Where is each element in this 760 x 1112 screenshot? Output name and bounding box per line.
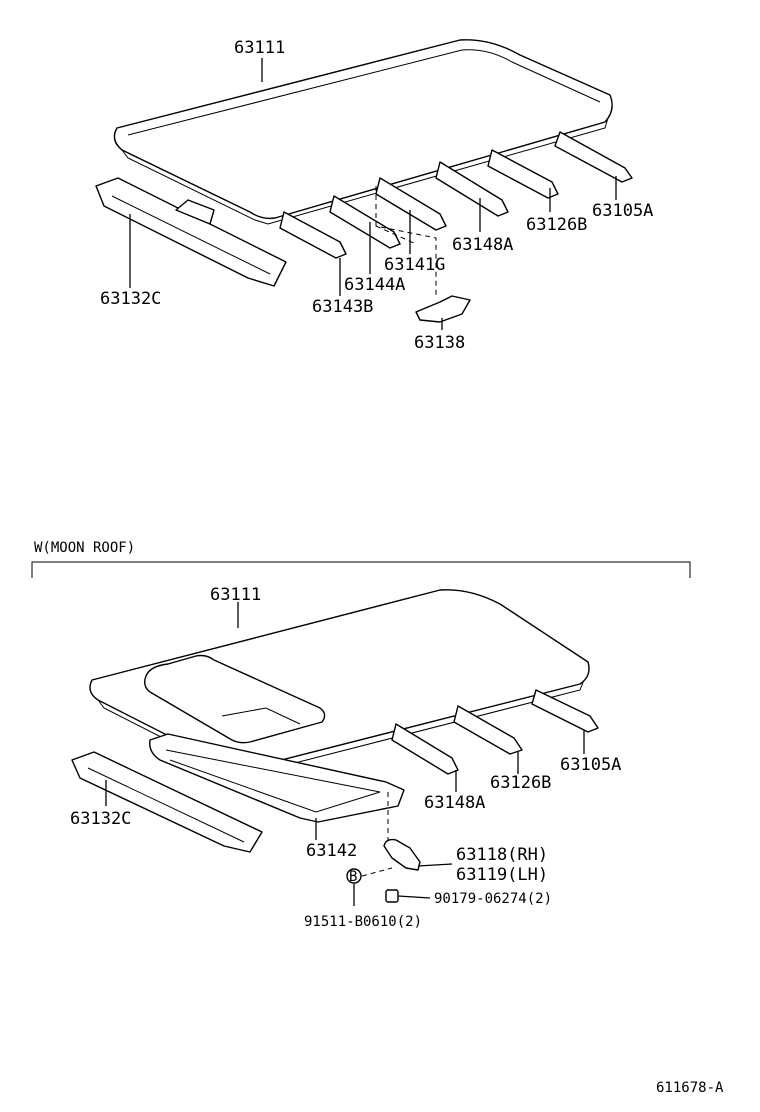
label-bow-148a-top: 63148A [452,235,513,255]
label-bolt: 91511-B0610(2) [304,914,422,930]
label-front-header-moonroof: 63132C [70,809,131,829]
label-bow-141g: 63141G [384,255,445,275]
label-bow-144a: 63144A [344,275,405,295]
moon-roof-section: W(MOON ROOF) B [31,540,691,906]
front-header-top [95,177,287,287]
label-bow-148a-moonroof: 63148A [424,793,485,813]
labels-moonroof: 63111 63132C 63142 63148A 63126B 63105A … [70,585,621,930]
top-assembly [95,39,633,330]
label-bracket-rh: 63118(RH) [456,845,548,865]
label-bow-126b-top: 63126B [526,215,587,235]
labels-top: 63111 63132C 63143B 63144A 63141G 63148A… [100,38,653,353]
label-rear-header-top: 63105A [592,201,653,221]
label-roof-panel-top: 63111 [234,38,285,58]
sunroof-opening [143,654,326,744]
bolt-symbol: B [346,868,362,885]
front-header-moonroof [71,751,263,853]
label-bow-143b: 63143B [312,297,373,317]
label-roof-panel-moonroof: 63111 [210,585,261,605]
svg-text:B: B [349,869,357,885]
roof-bows-top [279,131,633,259]
label-nut: 90179-06274(2) [434,891,552,907]
bracket-rh-lh [383,838,421,871]
figure-id: 611678-A [656,1080,724,1096]
label-rear-header-moonroof: 63105A [560,755,621,775]
label-bracket-63138: 63138 [414,333,465,353]
label-bracket-lh: 63119(LH) [456,865,548,885]
roof-bows-moonroof [391,689,599,775]
bracket-63138 [415,295,471,323]
label-front-header-top: 63132C [100,289,161,309]
label-bow-126b-moonroof: 63126B [490,773,551,793]
label-housing: 63142 [306,841,357,861]
section-bracket-line [31,561,691,578]
section-title: W(MOON ROOF) [34,540,135,556]
nut-90179 [385,889,399,903]
sunroof-housing [149,733,405,823]
roof-panel-top [113,39,613,220]
